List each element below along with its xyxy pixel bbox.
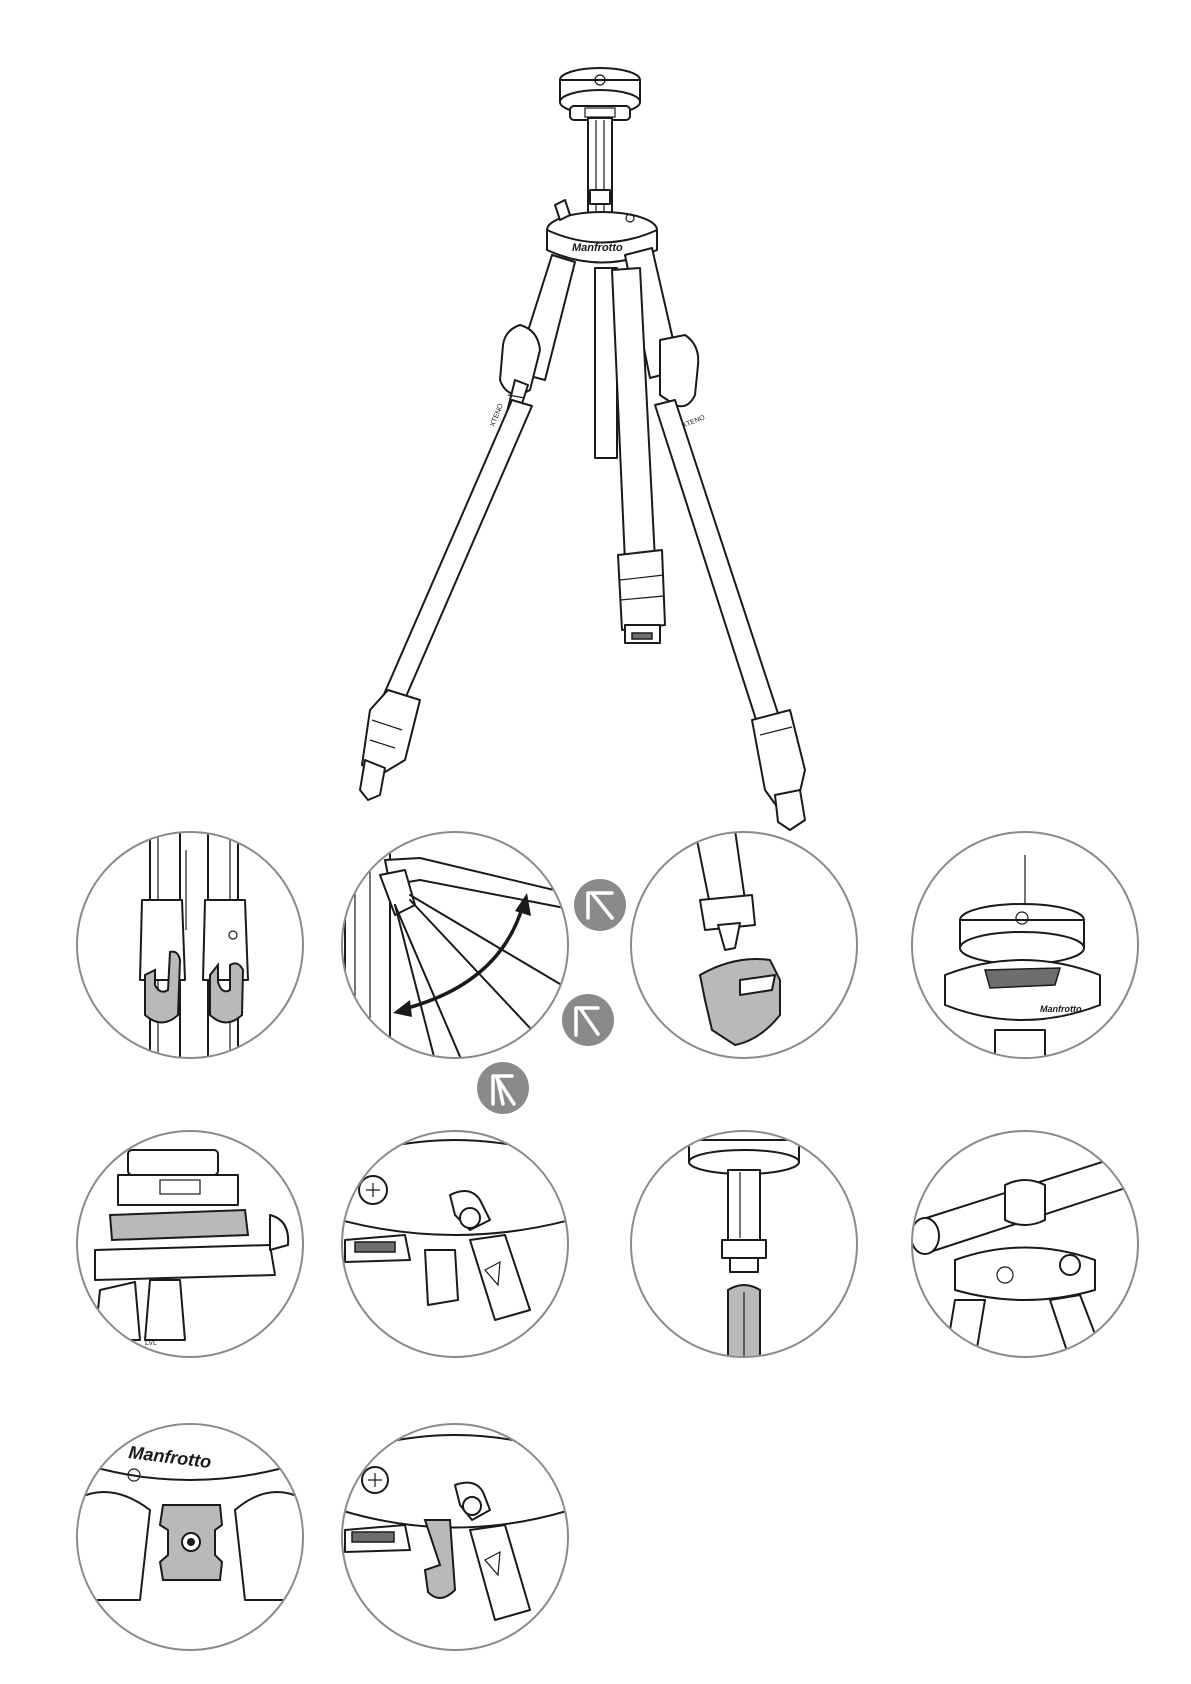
leg-angle-2-icon bbox=[562, 994, 614, 1046]
tripod-main-illustration: Manfrotto XTENO XTENO bbox=[360, 68, 805, 830]
leg-angle-3-icon bbox=[477, 1062, 529, 1114]
detail-horizontal-arm bbox=[911, 1131, 1150, 1360]
detail-hub-hook bbox=[340, 1424, 570, 1650]
leg-label-right: XTENO bbox=[681, 414, 706, 430]
brand-label: Manfrotto bbox=[572, 242, 623, 254]
detail-quick-release: LVL bbox=[77, 1131, 303, 1357]
detail-leg-angle bbox=[342, 832, 575, 1080]
level-label: LVL bbox=[145, 1340, 157, 1347]
detail-hub-knob bbox=[340, 1131, 570, 1357]
detail-column-removal bbox=[631, 1126, 857, 1360]
detail-rubber-foot bbox=[631, 830, 857, 1058]
detail-leg-locks bbox=[77, 830, 303, 1080]
leg-angle-1-icon bbox=[574, 879, 626, 931]
detail-underside-thread: Manfrotto bbox=[70, 1395, 310, 1650]
detail-head-top: Manfrotto bbox=[912, 832, 1138, 1070]
brand-label-head: Manfrotto bbox=[1040, 1004, 1082, 1014]
